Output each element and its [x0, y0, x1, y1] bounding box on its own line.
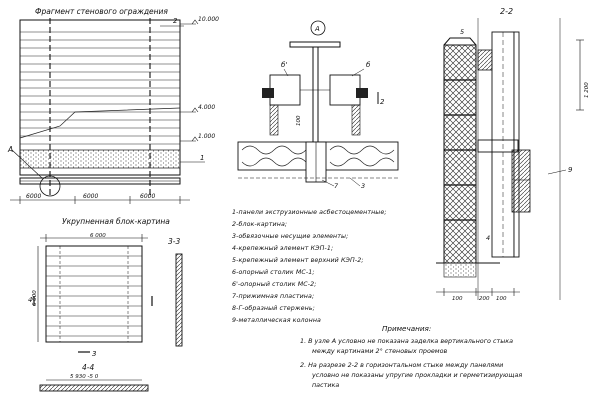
section-4-4-title: 4-4 — [82, 363, 94, 372]
callout-b1: б' — [281, 61, 287, 69]
node-a-detail: А б' б 2 100 7 3 — [237, 20, 399, 190]
dim-block-top: 6 000 — [90, 233, 106, 239]
legend-item: 3-обвязочные несущие элементы; — [232, 233, 349, 240]
dim-fragment-1: 6000 — [26, 193, 41, 200]
callout-7: 7 — [334, 182, 339, 190]
legend-item: 6'-опорный столик МС-2; — [232, 281, 317, 288]
dim-2-2-1: 100 — [452, 296, 463, 302]
callout-1: 1 — [200, 154, 204, 162]
section-2-2: 2-2 5 9 1 200 4 — [436, 7, 590, 302]
note-line: пастика — [312, 381, 340, 389]
dim-fragment-2: 6000 — [83, 193, 98, 200]
legend-item: 2-блок-картина; — [232, 221, 288, 228]
elevation-1000: 1.000 — [198, 133, 215, 140]
cut-3-bottom: 3 — [92, 350, 96, 358]
legend-item: 1-панели экструзионные асбестоцементные; — [232, 209, 387, 216]
dim-2-2-2: 200 — [479, 296, 490, 302]
callout-4: 4 — [486, 234, 490, 242]
callout-3: 3 — [361, 182, 365, 190]
note-line: условно не показаны упругие прокладки и … — [312, 371, 523, 379]
dim-center-100: 100 — [296, 115, 302, 126]
callout-2: 2 — [173, 17, 178, 25]
node-a-label: А — [7, 145, 13, 154]
note-line: 1. В узле А условно не показана заделка … — [300, 337, 514, 345]
dim-2-2-3: 100 — [496, 296, 507, 302]
dim-4-4: 5 930 -5 0 — [70, 374, 99, 380]
callout-b: б — [366, 61, 371, 69]
note-line: 2. На разрезе 2-2 в горизонтальном стыке… — [300, 361, 504, 369]
dim-fragment-3: 6000 — [140, 193, 155, 200]
dim-2-2-height: 1 200 — [584, 82, 590, 98]
legend-item: 7-прижимная пластина; — [232, 293, 315, 300]
block-picture-elevation: Укрупненная блок-картина 6 000 6 000 4 3… — [28, 217, 183, 392]
elevation-4000: 4.000 — [198, 104, 215, 111]
block-title: Укрупненная блок-картина — [62, 217, 170, 226]
note-line: между картинами 2° стеновых проемов — [312, 347, 448, 355]
center-a-label: А — [314, 25, 320, 33]
elevation-10000: 10.000 — [198, 16, 219, 23]
legend-item: 8-Г-образный стержень; — [232, 305, 315, 312]
cut-mark-2: 2 — [380, 98, 385, 106]
legend-item: 9-металлическая колонна — [232, 317, 322, 324]
wall-fragment-elevation: Фрагмент стенового ограждения А — [7, 7, 219, 204]
callout-9: 9 — [568, 166, 573, 174]
section-2-2-title: 2-2 — [500, 7, 513, 16]
notes-heading: Примечания: — [382, 324, 432, 333]
legend-item: 6-опорный столик МС-1; — [232, 269, 315, 276]
callout-5: 5 — [460, 28, 464, 36]
fragment-title: Фрагмент стенового ограждения — [35, 7, 168, 16]
dim-block-side: 6 000 — [32, 290, 38, 306]
legend-item: 5-крепежный элемент верхний КЭП-2; — [232, 257, 364, 264]
section-3-3-title: 3-3 — [168, 237, 180, 246]
legend-item: 4-крепежный элемент КЭП-1; — [232, 245, 334, 252]
cut-4-left: 4 — [28, 296, 32, 304]
